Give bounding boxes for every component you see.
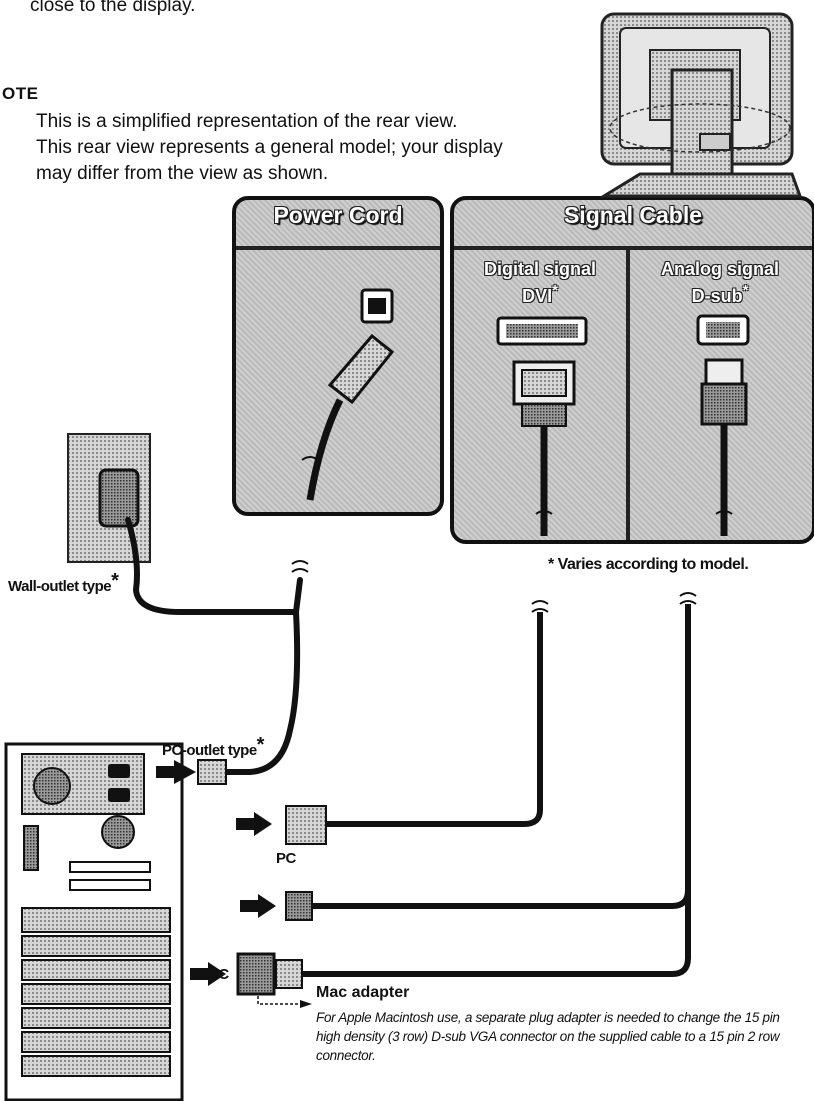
varies-note: * Varies according to model.	[548, 556, 749, 573]
mac-adapter-plug-icon	[190, 952, 303, 996]
monitor-rear-icon	[598, 12, 803, 198]
mac-adapter-title: Mac adapter	[316, 984, 410, 1001]
pc-dvi-plug-icon	[236, 805, 327, 845]
dsub-port-icon	[696, 314, 750, 346]
dvi-cable-line	[326, 612, 543, 827]
wall-outlet-text: Wall-outlet type	[8, 578, 112, 595]
note-line-3: may differ from the view as shown.	[36, 163, 329, 184]
mac-cable-line	[302, 890, 691, 977]
digital-signal-line1: Digital signal	[483, 259, 597, 279]
panel-band	[454, 246, 812, 250]
pc-outlet-asterisk: *	[256, 734, 265, 756]
pc-tower-icon	[4, 742, 184, 1101]
pc-label: PC	[276, 850, 296, 867]
digital-asterisk: *	[552, 282, 558, 299]
dvi-plug-icon	[512, 360, 576, 536]
dsub-cable-line	[312, 604, 691, 909]
analog-asterisk: *	[742, 282, 749, 299]
mac-label: MAC	[196, 966, 229, 983]
analog-signal-label: Analog signal D-sub*	[632, 258, 808, 307]
mac-adapter-pointer	[257, 996, 312, 1008]
note-line-1: This is a simplified representation of t…	[36, 111, 458, 132]
power-socket-icon	[360, 288, 394, 324]
dvi-port-icon	[496, 316, 588, 346]
note-heading: OTE	[2, 84, 39, 103]
signal-cable-title: Signal Cable	[563, 202, 703, 228]
note-line-2: This rear view represents a general mode…	[36, 137, 503, 158]
break-marks	[291, 456, 733, 613]
analog-signal-line1: Analog signal	[660, 259, 779, 279]
power-cord-title: Power Cord	[273, 202, 403, 228]
intro-text: close to the display.	[30, 0, 196, 16]
digital-signal-line2: DVI	[522, 286, 553, 306]
mac-adapter-description: For Apple Macintosh use, a separate plug…	[316, 1010, 780, 1063]
wall-outlet-label: Wall-outlet type*	[8, 570, 119, 595]
signal-cable-panel: Signal Cable Digital signal DVI* Analog …	[450, 196, 814, 544]
wall-asterisk: *	[111, 570, 119, 592]
digital-signal-label: Digital signal DVI*	[456, 258, 624, 307]
panel-band	[236, 246, 440, 250]
dsub-plug-icon	[700, 358, 748, 536]
pc-outlet-plug-icon	[156, 759, 227, 785]
wall-outlet-icon	[67, 433, 151, 563]
power-cord-panel: Power Cord	[232, 196, 444, 516]
power-cable-line	[125, 517, 303, 775]
power-plug-icon	[306, 333, 395, 501]
analog-signal-line2: D-sub	[691, 286, 743, 306]
panel-divider	[626, 250, 630, 540]
pc-outlet-label: PC-outlet type*	[162, 734, 264, 759]
pc-dsub-plug-icon	[240, 891, 313, 921]
pc-outlet-text: PC-outlet type	[162, 742, 257, 759]
